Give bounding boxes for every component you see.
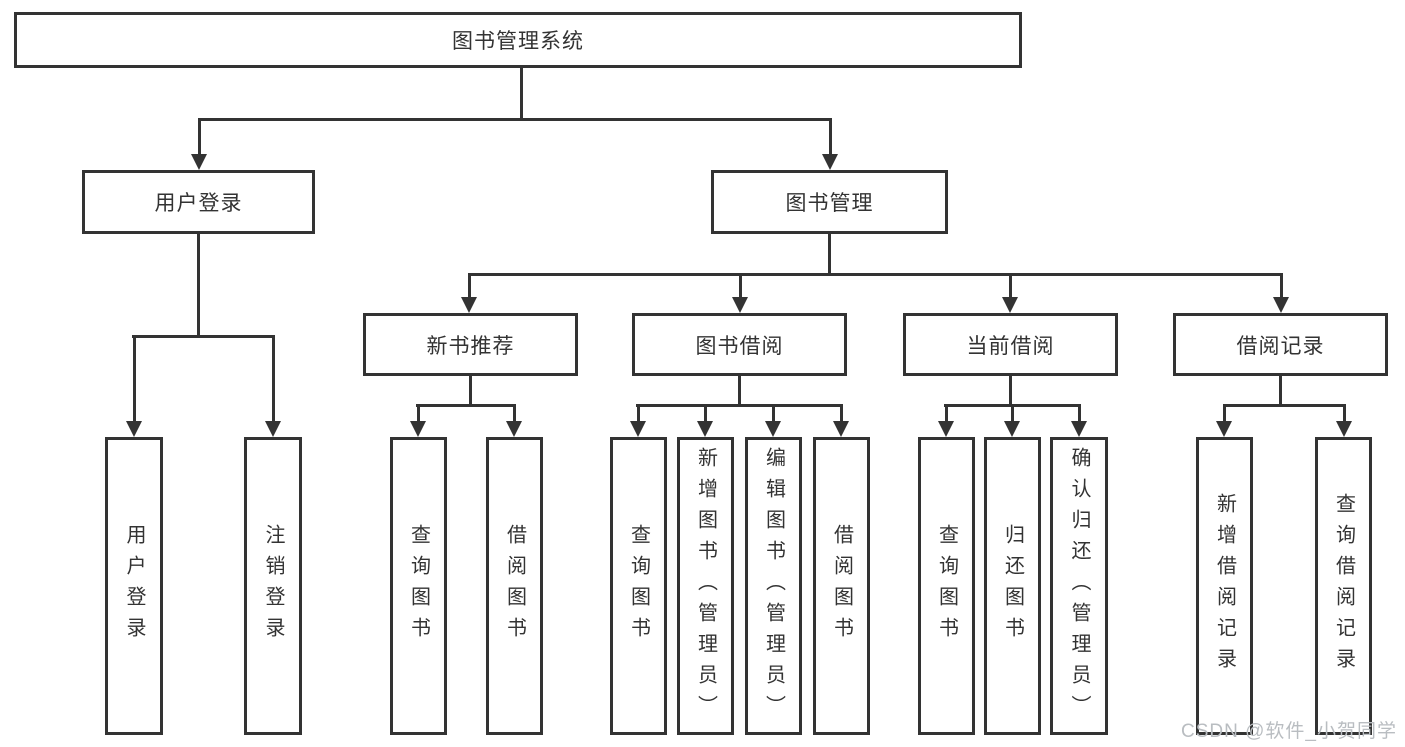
leaf-user-login: 用户登录 <box>105 437 163 735</box>
node-current-borrow: 当前借阅 <box>903 313 1118 376</box>
connector-vline <box>1279 375 1282 407</box>
node-label: 确认归还（管理员） <box>1068 446 1090 726</box>
arrow-down-icon <box>461 273 477 313</box>
node-label: 新增借阅记录 <box>1213 493 1236 679</box>
node-label: 归还图书 <box>1001 524 1024 648</box>
connector-hline <box>132 335 274 338</box>
node-label: 新增图书（管理员） <box>694 446 717 726</box>
node-label: 当前借阅 <box>966 334 1055 358</box>
arrow-down-icon <box>1002 273 1018 313</box>
connector-vline <box>197 233 200 338</box>
node-user-login: 用户登录 <box>82 170 315 234</box>
node-label: 借阅图书 <box>830 524 853 648</box>
node-book-mgmt: 图书管理 <box>711 170 948 234</box>
connector-hline <box>468 273 1283 276</box>
node-label: 用户登录 <box>123 524 145 648</box>
connector-vline <box>520 66 523 118</box>
connector-hline <box>198 118 832 121</box>
node-label: 图书管理 <box>785 192 874 215</box>
connector-vline <box>1009 375 1012 407</box>
node-label: 用户登录 <box>154 192 243 215</box>
arrow-down-icon <box>822 118 838 170</box>
arrow-down-icon <box>410 404 426 437</box>
arrow-down-icon <box>1273 273 1289 313</box>
leaf-borrow-books-1: 借阅图书 <box>486 437 543 735</box>
connector-hline <box>1223 404 1346 407</box>
node-label: 查询图书 <box>407 524 430 648</box>
arrow-down-icon <box>732 273 748 313</box>
arrow-down-icon <box>630 404 646 437</box>
watermark-text: CSDN @软件_小贺同学 <box>1181 721 1397 742</box>
connector-hline <box>416 404 516 407</box>
node-label: 图书管理系统 <box>452 30 584 53</box>
node-label: 查询图书 <box>935 524 958 648</box>
leaf-query-books-1: 查询图书 <box>390 437 447 735</box>
arrow-down-icon <box>1071 404 1087 437</box>
leaf-borrow-books-2: 借阅图书 <box>813 437 870 735</box>
arrow-down-icon <box>126 335 142 437</box>
leaf-add-book-admin: 新增图书（管理员） <box>677 437 734 735</box>
node-label: 借阅记录 <box>1236 334 1325 358</box>
node-label: 查询图书 <box>627 524 650 648</box>
leaf-return-book: 归还图书 <box>984 437 1041 735</box>
connector-vline <box>828 233 831 276</box>
arrow-down-icon <box>506 404 522 437</box>
leaf-add-borrow-record: 新增借阅记录 <box>1196 437 1253 735</box>
node-label: 图书借阅 <box>695 334 784 358</box>
node-root: 图书管理系统 <box>14 12 1022 68</box>
leaf-confirm-return-admin: 确认归还（管理员） <box>1050 437 1108 735</box>
node-label: 新书推荐 <box>426 334 515 358</box>
leaf-query-books-2: 查询图书 <box>610 437 667 735</box>
leaf-query-books-3: 查询图书 <box>918 437 975 735</box>
arrow-down-icon <box>833 404 849 437</box>
leaf-edit-book-admin: 编辑图书（管理员） <box>745 437 802 735</box>
leaf-logout: 注销登录 <box>244 437 302 735</box>
node-label: 编辑图书（管理员） <box>762 446 785 726</box>
node-book-borrow: 图书借阅 <box>632 313 847 376</box>
node-label: 查询借阅记录 <box>1332 493 1355 679</box>
node-borrow-records: 借阅记录 <box>1173 313 1388 376</box>
arrow-down-icon <box>697 404 713 437</box>
connector-vline <box>469 375 472 407</box>
arrow-down-icon <box>1216 404 1232 437</box>
connector-hline <box>636 404 843 407</box>
node-label: 注销登录 <box>262 524 284 648</box>
arrow-down-icon <box>1336 404 1352 437</box>
node-new-book-rec: 新书推荐 <box>363 313 578 376</box>
leaf-query-borrow-record: 查询借阅记录 <box>1315 437 1372 735</box>
arrow-down-icon <box>191 118 207 170</box>
arrow-down-icon <box>938 404 954 437</box>
connector-vline <box>738 375 741 407</box>
node-label: 借阅图书 <box>503 524 526 648</box>
arrow-down-icon <box>765 404 781 437</box>
arrow-down-icon <box>1004 404 1020 437</box>
arrow-down-icon <box>265 335 281 437</box>
